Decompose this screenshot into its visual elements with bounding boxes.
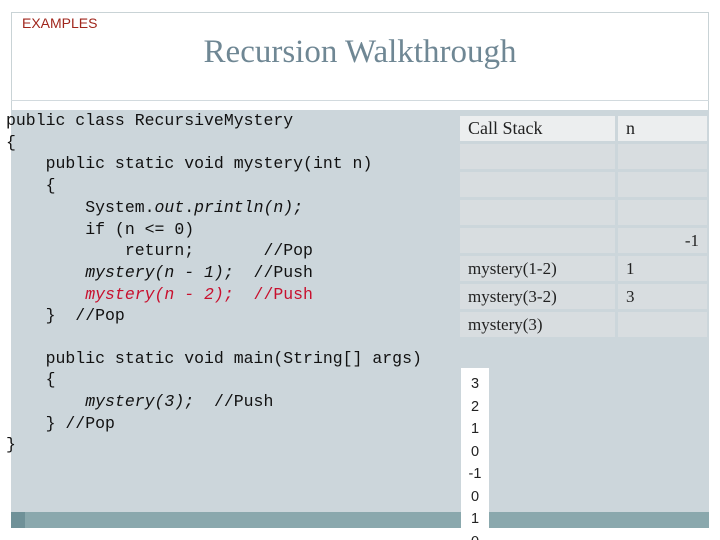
n-header: n bbox=[618, 116, 707, 141]
code-line-mystery-decl: public static void mystery(int n) bbox=[6, 154, 373, 174]
code-line-main-close: } //Pop bbox=[6, 413, 115, 433]
output-line: 2 bbox=[470, 398, 480, 415]
code-line-main-decl: public static void main(String[] args) bbox=[6, 348, 422, 368]
output-line: 0 bbox=[470, 488, 480, 505]
table-row: mystery(3-2) 3 bbox=[460, 284, 707, 309]
table-row: -1 bbox=[460, 228, 707, 253]
n-header-label: n bbox=[626, 118, 635, 138]
n-cell bbox=[618, 312, 707, 337]
frame-top-line bbox=[11, 12, 709, 13]
code-recurse-2-call: mystery(n - 2); bbox=[6, 284, 234, 304]
code-line-method-open: { bbox=[6, 176, 56, 196]
code-line-main-open: { bbox=[6, 370, 56, 390]
footer-margin bbox=[0, 528, 720, 540]
code-main-comment: //Push bbox=[194, 391, 274, 411]
call-stack-table: Call Stack n -1 mystery(1-2) 1 mystery(3… bbox=[457, 113, 710, 340]
n-cell: 1 bbox=[618, 256, 707, 281]
console-output: 3 2 1 0 -1 0 1 0 bbox=[461, 368, 489, 540]
footer-band bbox=[11, 512, 709, 528]
console-output-lines: 3 2 1 0 -1 0 1 0 bbox=[461, 373, 489, 540]
code-println-dot: . bbox=[184, 197, 195, 217]
footer-band-accent bbox=[11, 512, 25, 528]
section-label: EXAMPLES bbox=[22, 15, 98, 31]
output-line: 1 bbox=[470, 511, 480, 527]
code-line-recurse-1: mystery(n - 1); //Push bbox=[6, 262, 313, 284]
code-println-out: out bbox=[154, 197, 185, 217]
output-line: 3 bbox=[470, 376, 480, 392]
code-line-method-close: } //Pop bbox=[6, 306, 125, 326]
table-row: mystery(3) bbox=[460, 312, 707, 337]
code-line-if: if (n <= 0) bbox=[6, 219, 195, 239]
stack-cell bbox=[460, 172, 615, 197]
stack-cell bbox=[460, 144, 615, 169]
n-cell bbox=[618, 200, 707, 225]
table-row bbox=[460, 200, 707, 225]
n-cell: -1 bbox=[618, 228, 707, 253]
table-row bbox=[460, 172, 707, 197]
code-recurse-1-call: mystery(n - 1); bbox=[6, 262, 234, 282]
code-line-open-brace: { bbox=[6, 132, 16, 152]
stack-cell bbox=[460, 200, 615, 225]
table-header-row: Call Stack n bbox=[460, 116, 707, 141]
code-line-recurse-2: mystery(n - 2); //Push bbox=[6, 284, 313, 306]
n-cell bbox=[618, 172, 707, 197]
stack-cell: mystery(3) bbox=[460, 312, 615, 337]
stack-cell bbox=[460, 228, 615, 253]
code-println-call: println(n); bbox=[194, 197, 304, 217]
code-line-main-call: mystery(3); //Push bbox=[6, 391, 273, 413]
output-line: 1 bbox=[470, 421, 480, 437]
output-line: 0 bbox=[461, 531, 489, 540]
code-line-class-decl: public class RecursiveMystery bbox=[6, 111, 294, 130]
n-cell: 3 bbox=[618, 284, 707, 309]
code-line-class-close: } bbox=[6, 435, 16, 455]
code-line-return: return; //Pop bbox=[6, 241, 313, 261]
code-line-println: System.out.println(n); bbox=[6, 197, 303, 219]
code-println-prefix: System. bbox=[6, 197, 155, 217]
table-row bbox=[460, 144, 707, 169]
code-main-call: mystery(3); bbox=[6, 391, 195, 411]
output-line: -1 bbox=[468, 466, 482, 482]
code-recurse-2-comment: //Push bbox=[233, 284, 313, 304]
stack-cell: mystery(3-2) bbox=[460, 284, 615, 309]
stack-cell: mystery(1-2) bbox=[460, 256, 615, 281]
call-stack-header-label: Call Stack bbox=[468, 118, 543, 138]
output-line: 0 bbox=[470, 443, 480, 460]
slide-title: Recursion Walkthrough bbox=[203, 34, 517, 70]
call-stack-header: Call Stack bbox=[460, 116, 615, 141]
n-cell bbox=[618, 144, 707, 169]
title-divider bbox=[11, 100, 709, 101]
code-recurse-1-comment: //Push bbox=[233, 262, 313, 282]
table-row: mystery(1-2) 1 bbox=[460, 256, 707, 281]
